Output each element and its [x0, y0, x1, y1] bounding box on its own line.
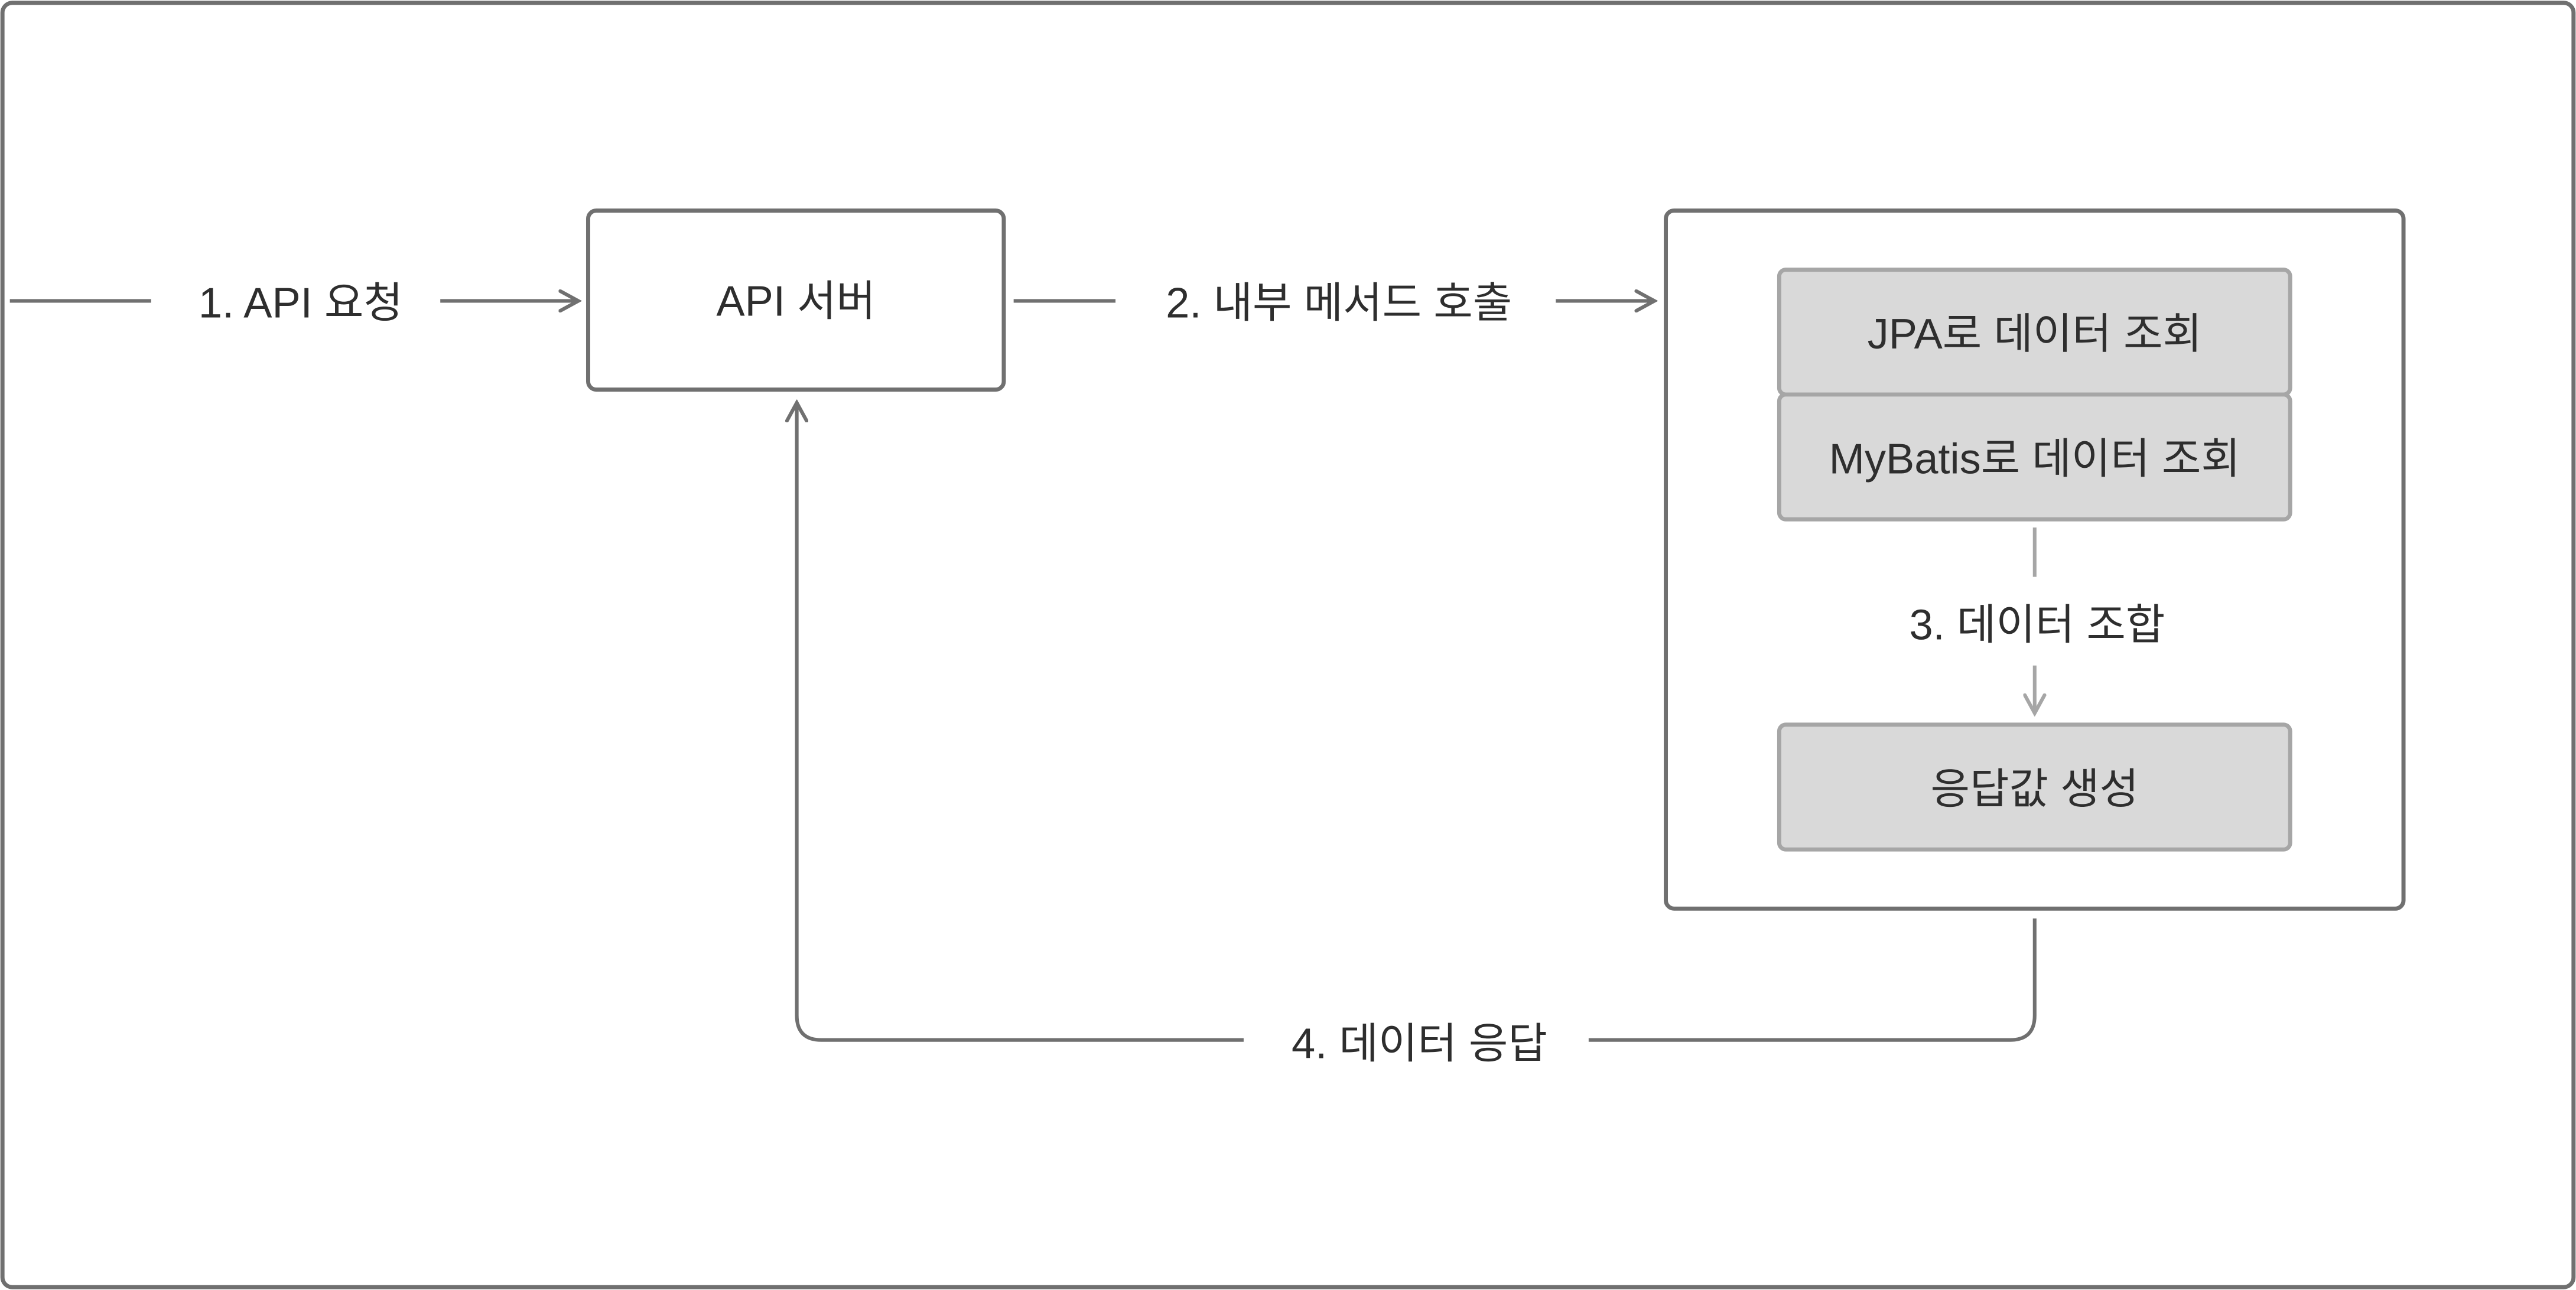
node-mybatis-query: MyBatis로 데이터 조회	[1777, 392, 2292, 522]
edge-step1-label: 1. API 요청	[199, 279, 403, 327]
node-response-build-label: 응답값 생성	[1930, 765, 2139, 813]
node-api-server-label: API 서버	[716, 278, 876, 325]
node-mybatis-query-label: MyBatis로 데이터 조회	[1829, 435, 2240, 483]
node-jpa-query: JPA로 데이터 조회	[1777, 268, 2292, 397]
edge-step4-arrow	[797, 403, 1244, 1042]
node-api-server: API 서버	[586, 209, 1006, 392]
edge-step3-label: 3. 데이터 조합	[1909, 601, 2165, 649]
node-jpa-query-label: JPA로 데이터 조회	[1868, 311, 2202, 358]
edge-step4-line-a	[1588, 918, 2037, 1042]
node-response-build: 응답값 생성	[1777, 722, 2292, 852]
edge-step2-label: 2. 내부 메서드 호출	[1166, 279, 1512, 327]
edge-step4-label: 4. 데이터 응답	[1292, 1020, 1547, 1067]
